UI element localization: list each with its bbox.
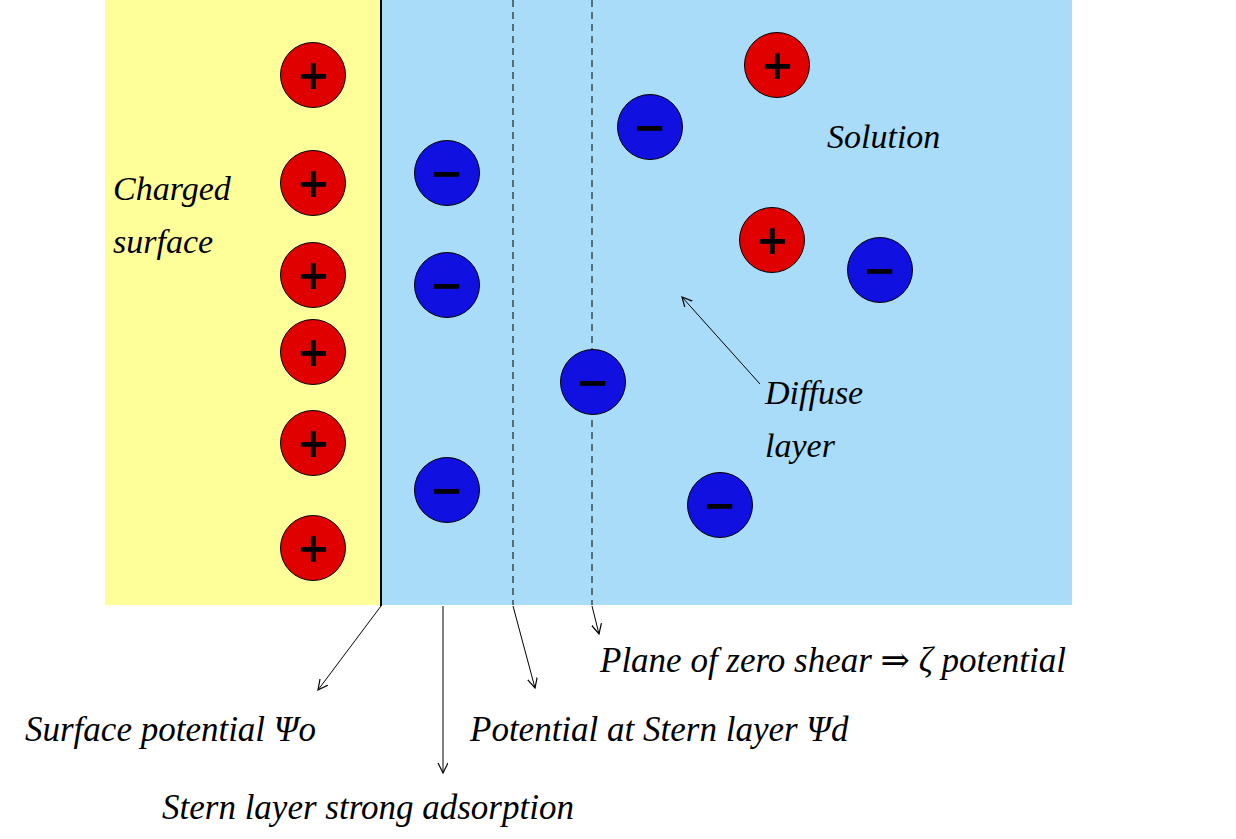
- ion-circle: +: [280, 319, 346, 385]
- leader-arrow: [513, 606, 535, 688]
- ion-circle: +: [739, 207, 805, 273]
- ion-sign: −: [863, 250, 897, 290]
- ion-sign: −: [430, 470, 464, 510]
- ion-sign: +: [296, 332, 330, 372]
- ion-sign: +: [296, 423, 330, 463]
- ion-circle: −: [560, 349, 626, 415]
- ion-circle: −: [847, 237, 913, 303]
- ion-circle: +: [280, 42, 346, 108]
- ion-sign: +: [296, 528, 330, 568]
- leader-arrow: [443, 606, 444, 773]
- ion-circle: +: [280, 515, 346, 581]
- ion-circle: −: [687, 472, 753, 538]
- ion-circle: +: [280, 242, 346, 308]
- ion-circle: −: [414, 252, 480, 318]
- ion-sign: −: [576, 362, 610, 402]
- ion-sign: −: [703, 485, 737, 525]
- shear-plane: [592, 0, 593, 605]
- region-band: Charged surface++++++: [105, 0, 381, 605]
- ion-sign: −: [430, 153, 464, 193]
- region-label: Diffuse layer: [765, 366, 925, 472]
- region-band: SolutionDiffuse layer + − − + − − − − −: [381, 0, 1072, 605]
- stern-plane: [513, 0, 514, 605]
- leader-arrow: [682, 297, 760, 384]
- ion-sign: +: [760, 45, 794, 85]
- ion-sign: +: [755, 220, 789, 260]
- annotation-label: Potential at Stern layer Ψd: [470, 710, 848, 750]
- ion-sign: +: [296, 255, 330, 295]
- ion-circle: −: [414, 140, 480, 206]
- region-label: Solution: [827, 110, 1067, 163]
- annotation-label: Stern layer strong adsorption: [162, 788, 574, 828]
- leader-arrow: [592, 606, 599, 634]
- leader-arrow: [318, 606, 381, 690]
- ion-circle: +: [280, 410, 346, 476]
- ion-circle: −: [617, 94, 683, 160]
- annotation-label: Plane of zero shear ⇒ ζ potential: [600, 640, 1066, 681]
- surface-ground: [105, 0, 381, 605]
- annotation-label: Surface potential Ψo: [25, 710, 316, 750]
- ion-sign: +: [296, 163, 330, 203]
- ion-circle: +: [744, 32, 810, 98]
- ion-circle: −: [414, 457, 480, 523]
- ion-sign: +: [296, 55, 330, 95]
- ion-sign: −: [430, 265, 464, 305]
- ion-sign: −: [633, 107, 667, 147]
- solution-ground: [381, 0, 1072, 605]
- ion-circle: +: [280, 150, 346, 216]
- surface-line: [380, 0, 382, 606]
